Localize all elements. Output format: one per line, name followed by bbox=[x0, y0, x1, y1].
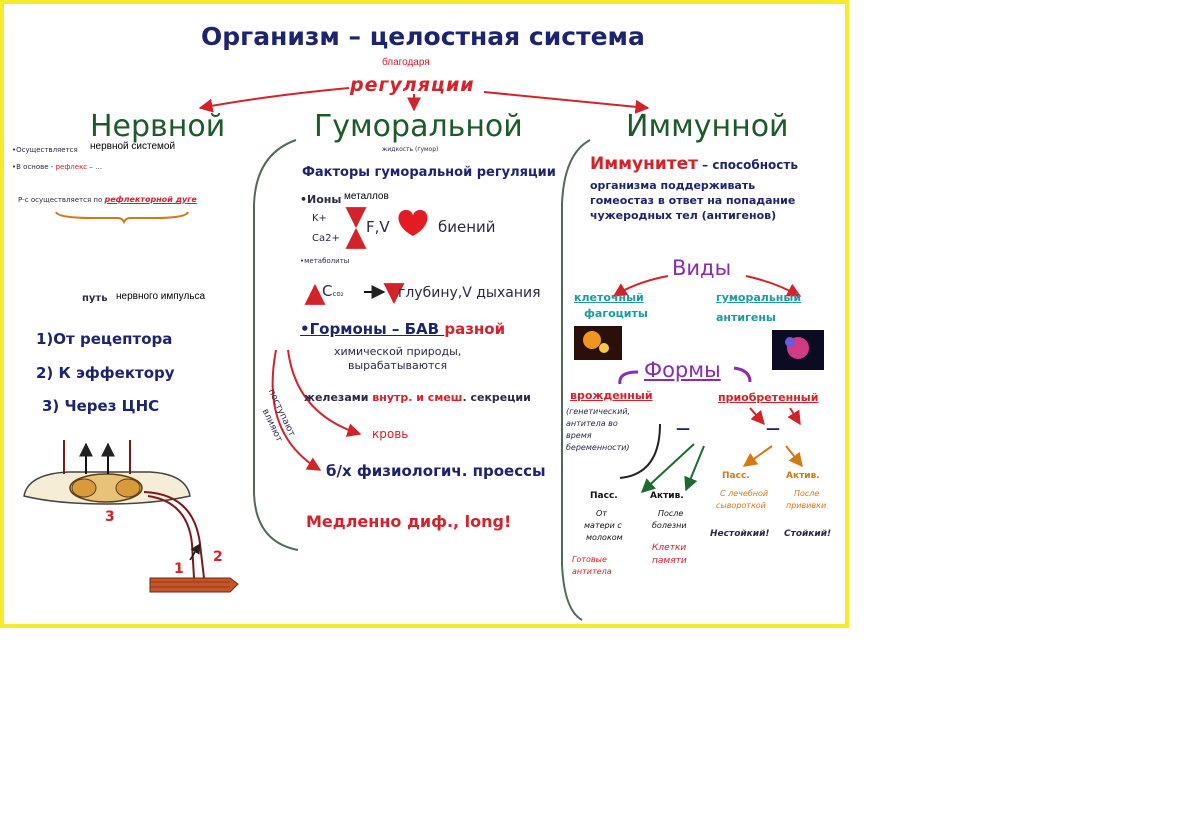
type-antigeny: антигены bbox=[716, 311, 776, 324]
acquired-act: Актив. bbox=[786, 471, 820, 481]
step-effector: 2) К эффектору bbox=[36, 364, 175, 382]
acq-act-arrow bbox=[785, 445, 803, 468]
ready-antibodies-1: Готовые bbox=[572, 555, 607, 564]
to-blood-arrow bbox=[287, 349, 362, 437]
diagram-num-2: 2 bbox=[213, 549, 223, 565]
immune-definition-head: Иммунитет – способность bbox=[590, 154, 798, 174]
nervous-put: путь bbox=[82, 293, 108, 304]
header-nervous: Нервной bbox=[90, 109, 226, 144]
from-mother-3: молоком bbox=[586, 533, 623, 542]
metab-glubinu: глубину,V дыхания bbox=[398, 285, 541, 301]
vidy-right-arrow bbox=[745, 275, 802, 297]
reflex-brace bbox=[55, 211, 189, 225]
innate-note-4: беременности) bbox=[566, 443, 630, 452]
type-gumoralny: гуморальный bbox=[716, 291, 802, 304]
innate-pass-arrow bbox=[640, 443, 695, 493]
acq-split-left bbox=[749, 407, 765, 426]
ion-k: K+ bbox=[312, 213, 327, 224]
overlay-metals: металлов bbox=[344, 191, 389, 202]
innate-note-1: (генетический, bbox=[566, 407, 631, 416]
type-kletochny: клеточный bbox=[574, 291, 644, 304]
header-immune: Иммунной bbox=[626, 109, 789, 144]
overlay-nervous-system: нервной системой bbox=[90, 141, 176, 152]
formy-right-curl bbox=[733, 366, 752, 383]
connector-layer bbox=[23, 87, 824, 621]
immune-vidy: Виды bbox=[672, 256, 732, 280]
reflex-arc-diagram bbox=[23, 440, 239, 593]
metab-c: Cco₂ bbox=[322, 282, 344, 300]
nervous-osush: •Осуществляется bbox=[12, 146, 78, 154]
after-illness-1: После bbox=[658, 509, 684, 518]
arrow-to-nervous bbox=[198, 87, 350, 113]
from-mother-1: От bbox=[596, 509, 607, 518]
from-mother-2: матери с bbox=[584, 521, 622, 530]
heart-shape bbox=[398, 210, 428, 236]
type-fagotsity: фагоциты bbox=[584, 307, 648, 320]
ion-bieniy: биений bbox=[438, 218, 496, 236]
humoral-factors: Факторы гуморальной регуляции bbox=[302, 165, 556, 180]
page-title: Организм – целостная система bbox=[201, 22, 645, 51]
hormone-khim1: химической природы, bbox=[334, 345, 462, 358]
diagram-canvas: Организм – целостная система благодаря р… bbox=[4, 4, 845, 624]
vidy-left-arrow bbox=[612, 275, 669, 297]
label-nestoyky: Нестойкий! bbox=[710, 529, 770, 539]
ion-ca: Ca2+ bbox=[312, 233, 340, 244]
acq-pass-arrow bbox=[742, 445, 773, 467]
formy-left-curl bbox=[618, 370, 639, 385]
immune-bracket bbox=[561, 139, 591, 621]
innate-note-3: время bbox=[566, 431, 592, 440]
ion-fv: F,V bbox=[366, 218, 390, 236]
humoral-bracket bbox=[253, 139, 299, 551]
form-priobretenny: приобретенный bbox=[718, 391, 819, 404]
immune-def-line-3: чужеродных тел (антигенов) bbox=[590, 209, 777, 222]
diagram-num-3: 3 bbox=[105, 509, 115, 525]
to-processes-arrow bbox=[271, 349, 322, 471]
acq-split-right bbox=[787, 407, 801, 426]
after-illness-2: болезни bbox=[652, 521, 687, 530]
step-cns: 3) Через ЦНС bbox=[42, 397, 160, 415]
nervous-v-osnove: •В основе - рефлекс – … bbox=[12, 163, 103, 171]
nervous-rs-line: Р-с осуществляется по рефлекторной дуге bbox=[18, 195, 197, 204]
form-vrozhdenny: врожденный bbox=[570, 389, 653, 402]
humoral-gormony: •Гормоны – БАВ разной bbox=[300, 320, 506, 338]
serum-2: сывороткой bbox=[716, 501, 766, 510]
regulation-word: регуляции bbox=[350, 74, 475, 96]
ready-antibodies-2: антитела bbox=[572, 567, 612, 576]
innate-act: Актив. bbox=[650, 491, 684, 501]
poster-frame bbox=[0, 0, 849, 628]
header-humoral: Гуморальной bbox=[314, 109, 523, 144]
label-bf-processes: б/х физиологич. проессы bbox=[326, 462, 546, 480]
innate-pass: Пасс. bbox=[590, 491, 618, 501]
hormone-glands: железами внутр. и смеш. секреции bbox=[304, 391, 531, 404]
immune-def-line-2: гомеостаз в ответ на попадание bbox=[590, 194, 796, 207]
step-receptor: 1)От рецептора bbox=[36, 330, 173, 348]
label-stoyky: Стойкий! bbox=[784, 529, 832, 539]
overlay-blagodarya: благодаря bbox=[382, 57, 430, 68]
memory-cells-2: памяти bbox=[652, 556, 687, 566]
acquired-pass: Пасс. bbox=[722, 471, 750, 481]
memory-cells-1: Клетки bbox=[652, 543, 687, 553]
humoral-metabolity: •метаболиты bbox=[300, 257, 350, 265]
humoral-subtitle: жидкость (гумор) bbox=[382, 146, 439, 153]
innate-dash: — bbox=[676, 421, 690, 437]
vaccine-2: прививки bbox=[786, 501, 827, 510]
acquired-dash: — bbox=[766, 421, 780, 437]
label-krov: кровь bbox=[372, 427, 409, 441]
hormone-khim2: вырабатываются bbox=[348, 359, 448, 372]
innate-bracket bbox=[619, 423, 661, 479]
arrow-to-immune bbox=[483, 91, 650, 114]
label-medlenno: Медленно диф., long! bbox=[306, 512, 512, 531]
vaccine-1: После bbox=[794, 489, 820, 498]
innate-note-2: антитела во bbox=[566, 419, 618, 428]
innate-act-arrow bbox=[684, 445, 705, 492]
immune-formy: Формы bbox=[644, 358, 721, 382]
immune-def-line-1: организма поддерживать bbox=[590, 179, 756, 192]
humoral-iony: •Ионы bbox=[300, 193, 342, 206]
diagram-num-1: 1 bbox=[174, 561, 184, 577]
overlay-nerve-impulse: нервного импульса bbox=[116, 291, 206, 302]
serum-1: С лечебной bbox=[720, 489, 769, 498]
